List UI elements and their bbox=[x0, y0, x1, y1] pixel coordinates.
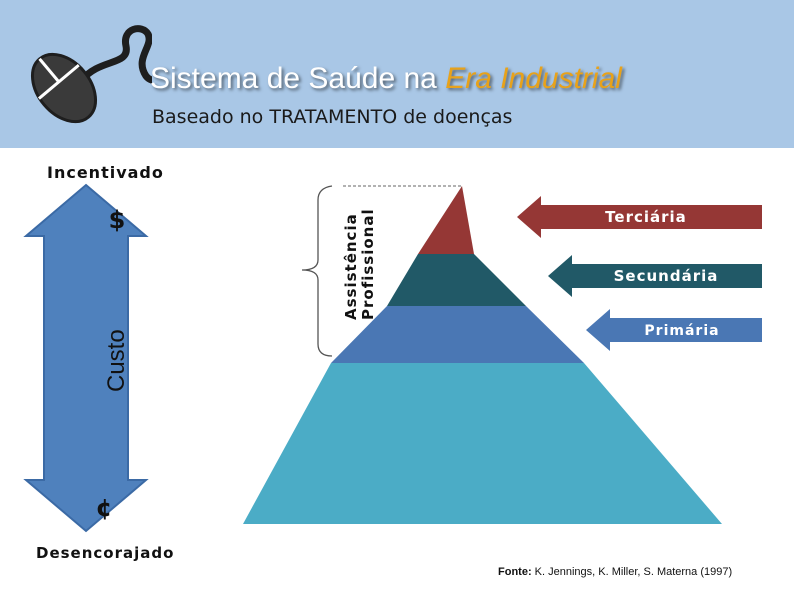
pyramid-layer-primaria bbox=[331, 306, 584, 363]
page-title: Sistema de Saúde na Era Industrial bbox=[150, 62, 622, 95]
label-secundaria: Secundária bbox=[614, 267, 719, 285]
label-primaria: Primária bbox=[644, 323, 719, 339]
cost-top-label: Incentivado bbox=[47, 163, 164, 182]
bracket-label-line2: Profissional bbox=[359, 208, 377, 320]
page-subtitle: Baseado no TRATAMENTO de doenças bbox=[152, 106, 513, 128]
cost-bottom-symbol: ¢ bbox=[96, 494, 113, 522]
arrow-terciaria bbox=[517, 196, 762, 238]
assistencia-bracket bbox=[301, 185, 333, 357]
source-citation: Fonte: K. Jennings, K. Miller, S. Matern… bbox=[498, 566, 733, 578]
pyramid-layer-secundaria bbox=[387, 254, 526, 306]
pyramid-layer-terciaria bbox=[418, 186, 474, 254]
cost-bottom-label: Desencorajado bbox=[36, 544, 175, 562]
cost-axis-label: Custo bbox=[103, 329, 130, 392]
bracket-label-line1: Assistência bbox=[342, 213, 360, 320]
label-terciaria: Terciária bbox=[605, 208, 687, 226]
cost-top-symbol: $ bbox=[109, 206, 126, 234]
pyramid-layer-base bbox=[243, 363, 722, 524]
header-banner: Sistema de Saúde na Era Industrial Basea… bbox=[0, 0, 794, 148]
arrow-secundaria bbox=[548, 255, 762, 297]
cost-arrow bbox=[23, 183, 149, 533]
arrow-primaria bbox=[586, 309, 762, 351]
computer-mouse-icon bbox=[30, 25, 152, 124]
title-emphasis: Era Industrial bbox=[445, 62, 622, 95]
